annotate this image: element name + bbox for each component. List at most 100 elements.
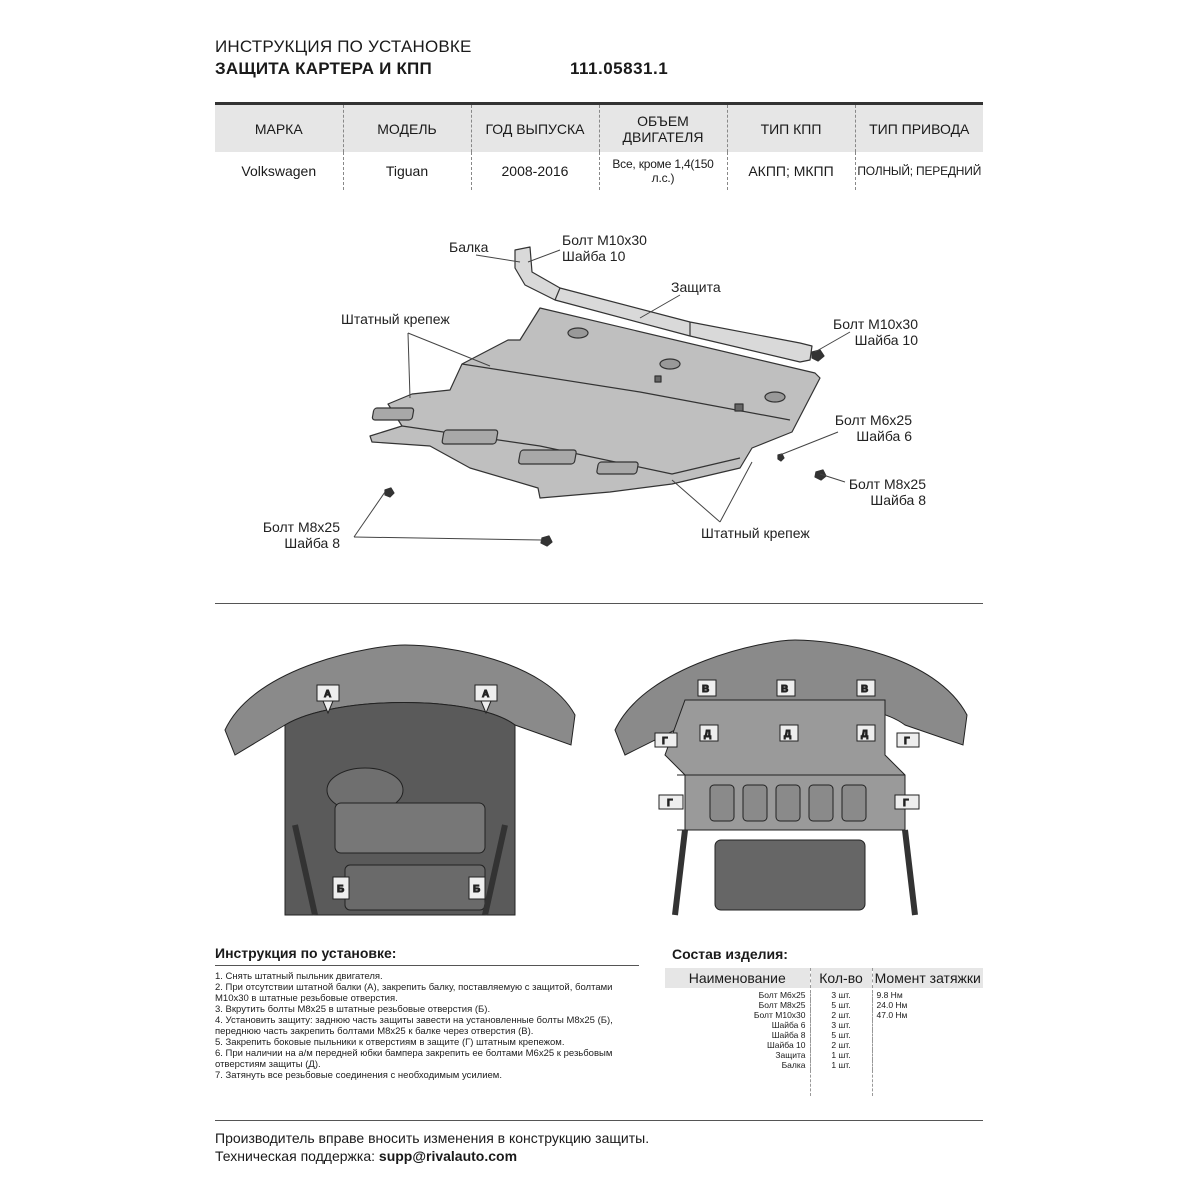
marker-g-1: Г <box>654 732 678 748</box>
marker-d-1: Д <box>699 724 719 742</box>
svg-text:Г: Г <box>903 798 909 809</box>
instruction-step: 3. Вкрутить болты М8х25 в штатные резьбо… <box>215 1004 491 1015</box>
footer-disclaimer: Производитель вправе вносить изменения в… <box>215 1130 650 1146</box>
support-label: Техническая поддержка: <box>215 1148 376 1164</box>
composition-name: Шайба 10 <box>767 1040 806 1050</box>
instruction-step: 7. Затянуть все резьбовые соединения с н… <box>215 1070 502 1081</box>
exploded-parts-diagram <box>353 246 851 547</box>
spec-header-gearbox: ТИП КПП <box>726 102 855 152</box>
spec-header-engine: ОБЪЕМ ДВИГАТЕЛЯ <box>598 102 727 152</box>
callout-bolt-m6-washer: Шайба 6 <box>856 428 912 444</box>
callout-bolt-m10-right: Болт М10х30 Шайба 10 <box>810 316 918 348</box>
composition-torque <box>871 1020 983 1030</box>
composition-name: Шайба 6 <box>771 1020 806 1030</box>
spec-header-year: ГОД ВЫПУСКА <box>470 102 599 152</box>
composition-qty: 1 шт. <box>809 1050 872 1060</box>
composition-qty: 3 шт. <box>809 1020 872 1030</box>
instructions-divider <box>215 965 639 966</box>
skid-plate-part <box>369 307 821 499</box>
table-row: Балка 1 шт. <box>665 1060 983 1070</box>
instruction-step: переднюю часть закрепить болтами М8х25 к… <box>215 1026 534 1037</box>
table-row: Шайба 6 3 шт. <box>665 1020 983 1030</box>
instructions-list: 1. Снять штатный пыльник двигателя. 2. П… <box>215 971 645 1081</box>
callout-bolt-m8-left-bolt: Болт М8х25 <box>262 519 340 535</box>
svg-text:А: А <box>324 689 331 700</box>
svg-text:Г: Г <box>662 736 668 747</box>
callout-bolt-m10-right-washer: Шайба 10 <box>854 332 918 348</box>
svg-text:Д: Д <box>861 729 868 740</box>
composition-name: Болт М10х30 <box>753 1010 806 1020</box>
section-divider <box>215 603 983 604</box>
table-row: Шайба 10 2 шт. <box>665 1040 983 1050</box>
marker-b-left: Б <box>332 876 350 900</box>
installation-views: А А Б Б В В В Д Д Д Г Г Г Г <box>224 639 968 916</box>
callout-bolt-m8-right-washer: Шайба 8 <box>870 492 926 508</box>
doc-title-line2: ЗАЩИТА КАРТЕРА И КПП <box>215 59 432 78</box>
composition-header-row: Наименование Кол-во Момент затяжки <box>665 968 983 988</box>
marker-g-4: Г <box>894 794 920 810</box>
article-number: 111.05831.1 <box>570 59 669 78</box>
spec-header-model: МОДЕЛЬ <box>342 102 471 152</box>
marker-v-2: В <box>776 679 796 697</box>
bolt-icons <box>384 349 827 547</box>
svg-text:Б: Б <box>473 884 480 895</box>
support-email-link[interactable]: supp@rivalauto.com <box>378 1148 518 1164</box>
composition-header-qty: Кол-во <box>809 968 872 988</box>
callout-beam: Балка <box>449 239 489 255</box>
instruction-step: 1. Снять штатный пыльник двигателя. <box>215 971 383 982</box>
composition-name: Болт М8х25 <box>758 1000 806 1010</box>
instruction-step: отверстиям защиты (Д). <box>215 1059 321 1070</box>
composition-qty: 5 шт. <box>809 1000 872 1010</box>
marker-a-left: А <box>316 684 340 715</box>
view-without-plate: А А Б Б <box>224 644 576 916</box>
composition-torque <box>871 1040 983 1050</box>
marker-d-2: Д <box>779 724 799 742</box>
callout-leaders <box>353 249 851 541</box>
callout-stock-fasteners-bottom: Штатный крепеж <box>701 525 810 541</box>
callout-stock-fasteners-top: Штатный крепеж <box>341 311 450 327</box>
composition-header-torque: Момент затяжки <box>871 968 983 988</box>
composition-qty: 2 шт. <box>809 1010 872 1020</box>
callout-bolt-m10-right-bolt: Болт М10х30 <box>833 316 918 332</box>
svg-text:Д: Д <box>704 729 711 740</box>
vehicle-spec-table: МАРКА МОДЕЛЬ ГОД ВЫПУСКА ОБЪЕМ ДВИГАТЕЛЯ… <box>215 102 983 190</box>
spec-drive: ПОЛНЫЙ; ПЕРЕДНИЙ <box>854 152 983 190</box>
marker-d-3: Д <box>856 724 876 742</box>
composition-qty: 3 шт. <box>809 990 872 1000</box>
svg-text:Д: Д <box>784 729 791 740</box>
instruction-step: 4. Установить защиту: заднюю часть защит… <box>215 1015 613 1026</box>
callout-skid-plate: Защита <box>671 279 721 295</box>
composition-title: Состав изделия: <box>672 946 788 962</box>
instruction-step: 6. При наличии на а/м передней юбки бамп… <box>215 1048 613 1059</box>
spec-gearbox: АКПП; МКПП <box>726 152 855 190</box>
marker-b-right: Б <box>468 876 486 900</box>
svg-text:А: А <box>482 689 489 700</box>
spec-header-make: МАРКА <box>215 102 343 152</box>
table-row: Болт М8х25 5 шт. 24.0 Нм <box>665 1000 983 1010</box>
footer-divider <box>215 1120 983 1121</box>
callout-bolt-m6-bolt: Болт М6х25 <box>834 412 912 428</box>
composition-name: Защита <box>775 1050 806 1060</box>
composition-table: Наименование Кол-во Момент затяжки Болт … <box>665 968 983 1096</box>
svg-text:Б: Б <box>337 884 344 895</box>
instructions-title: Инструкция по установке: <box>215 945 397 961</box>
footer-support: Техническая поддержка: supp@rivalauto.co… <box>215 1148 517 1164</box>
composition-name: Балка <box>781 1060 806 1070</box>
callout-bolt-m8-left: Болт М8х25 Шайба 8 <box>240 519 340 551</box>
table-row: Шайба 8 5 шт. <box>665 1030 983 1040</box>
marker-g-2: Г <box>896 732 920 748</box>
composition-header-name: Наименование <box>665 968 810 988</box>
doc-title-line1: ИНСТРУКЦИЯ ПО УСТАНОВКЕ <box>215 37 472 56</box>
svg-text:В: В <box>861 684 868 695</box>
callout-bolt-m10-top-washer: Шайба 10 <box>562 248 626 264</box>
marker-g-3: Г <box>658 794 684 810</box>
callout-bolt-m8-left-washer: Шайба 8 <box>284 535 340 551</box>
composition-torque: 9.8 Нм <box>871 990 983 1000</box>
svg-text:Г: Г <box>667 798 673 809</box>
table-row: Болт М6х25 3 шт. 9.8 Нм <box>665 990 983 1000</box>
callout-bolt-m8-right-bolt: Болт М8х25 <box>848 476 926 492</box>
callout-bolt-m10-top-bolt: Болт М10х30 <box>562 232 647 248</box>
spec-value-row: Volkswagen Tiguan 2008-2016 Все, кроме 1… <box>215 152 983 190</box>
beam-part <box>514 246 813 363</box>
composition-torque <box>871 1030 983 1040</box>
